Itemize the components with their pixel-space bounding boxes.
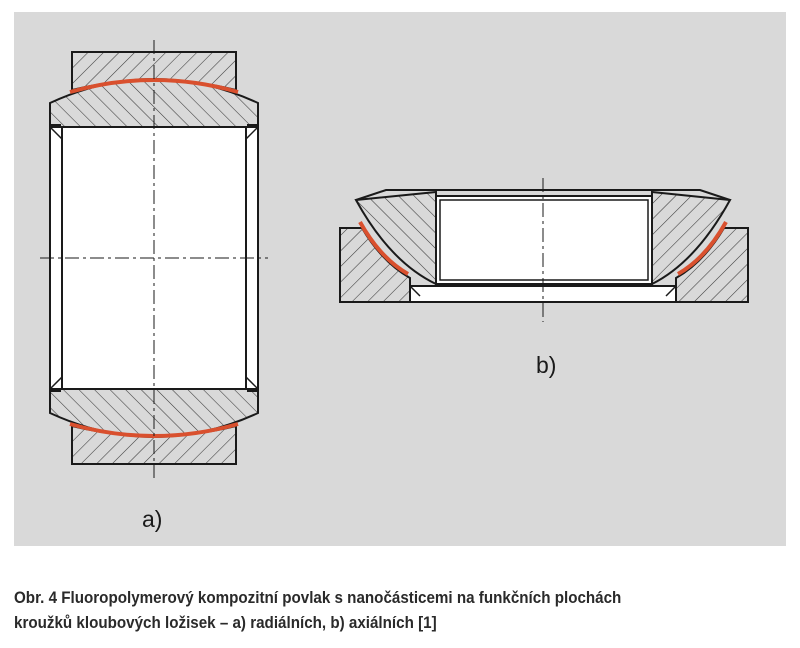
label-radial: a) bbox=[142, 506, 163, 532]
caption-line-1: Obr. 4 Fluoropolymerový kompozitní povla… bbox=[14, 589, 622, 607]
figure-caption: Obr. 4 Fluoropolymerový kompozitní povla… bbox=[14, 586, 787, 636]
caption-line-2: kroužků kloubových ložisek – a) radiální… bbox=[14, 614, 437, 632]
axial-bore bbox=[435, 195, 653, 285]
coating-right bbox=[677, 221, 728, 276]
housing-plate bbox=[409, 285, 677, 303]
axial-bearing bbox=[339, 178, 749, 322]
coating-top bbox=[69, 78, 239, 94]
figure-panel: a) b) bbox=[14, 12, 786, 546]
coating-bottom bbox=[69, 422, 239, 438]
label-axial: b) bbox=[536, 352, 557, 378]
bearing-drawing bbox=[40, 40, 749, 478]
coating-left bbox=[358, 221, 409, 276]
radial-bearing bbox=[40, 40, 268, 478]
